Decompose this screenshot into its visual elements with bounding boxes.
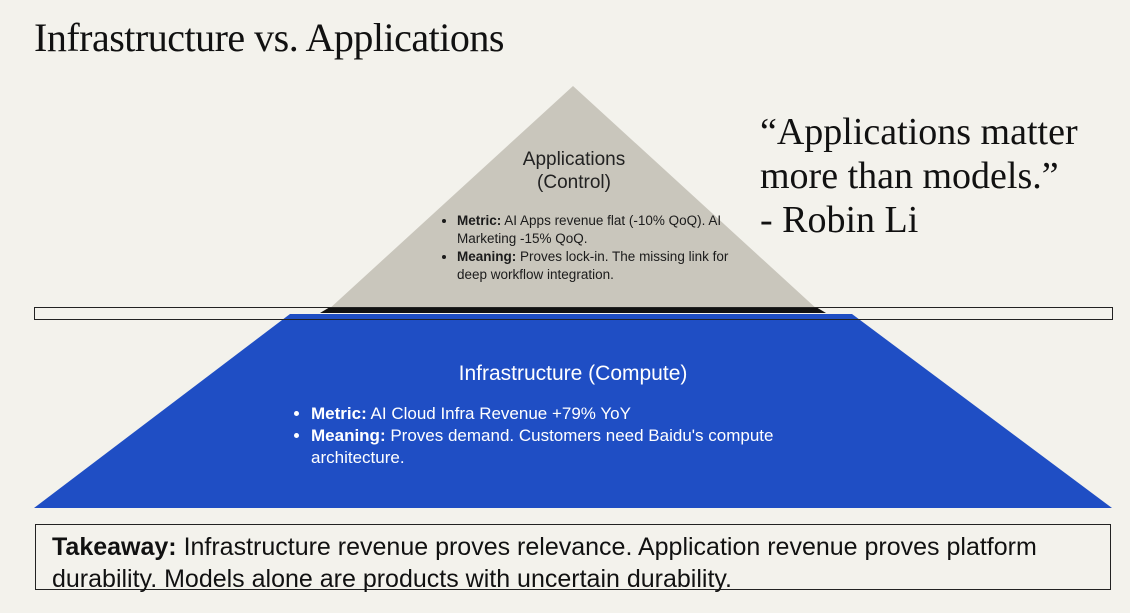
takeaway-text: Infrastructure revenue proves relevance.… — [52, 533, 1037, 593]
takeaway-box: Takeaway: Infrastructure revenue proves … — [35, 524, 1111, 593]
applications-title-line1: Applications — [522, 149, 626, 170]
list-item: Meaning: Proves demand. Customers need B… — [311, 425, 871, 469]
page-title: Infrastructure vs. Applications — [34, 15, 504, 60]
list-item: Meaning: Proves lock-in. The missing lin… — [457, 248, 737, 284]
bullet-text: AI Apps revenue flat (-10% QoQ). AI Mark… — [457, 213, 722, 246]
infrastructure-title: Infrastructure (Compute) — [458, 362, 688, 385]
bullet-text: Proves lock-in. The missing link for dee… — [457, 249, 729, 282]
list-item: Metric: AI Apps revenue flat (-10% QoQ).… — [457, 212, 737, 248]
bullet-text: Proves demand. Customers need Baidu's co… — [311, 426, 774, 467]
applications-title-line2: (Control) — [537, 172, 611, 193]
takeaway-label: Takeaway: — [52, 533, 177, 561]
layer-divider-band — [34, 307, 1113, 320]
applications-title: Applications (Control) — [474, 148, 674, 194]
layer-divider-shadow — [320, 307, 826, 313]
bullet-label: Meaning: — [457, 249, 517, 264]
infrastructure-layer — [34, 314, 1112, 508]
bullet-label: Meaning: — [311, 426, 386, 445]
quote-line2: more than models.” — [760, 155, 1059, 197]
applications-layer — [328, 86, 818, 310]
quote-block: “Applications matter more than models.” … — [760, 110, 1125, 242]
bullet-label: Metric: — [311, 404, 367, 423]
applications-bullets: Metric: AI Apps revenue flat (-10% QoQ).… — [437, 212, 737, 284]
bullet-label: Metric: — [457, 213, 502, 228]
quote-line1: “Applications matter — [760, 111, 1078, 153]
infrastructure-bullets: Metric: AI Cloud Infra Revenue +79% YoY … — [290, 403, 871, 469]
list-item: Metric: AI Cloud Infra Revenue +79% YoY — [311, 403, 871, 425]
quote-attribution: - Robin Li — [760, 199, 919, 241]
bullet-text: AI Cloud Infra Revenue +79% YoY — [370, 404, 631, 423]
